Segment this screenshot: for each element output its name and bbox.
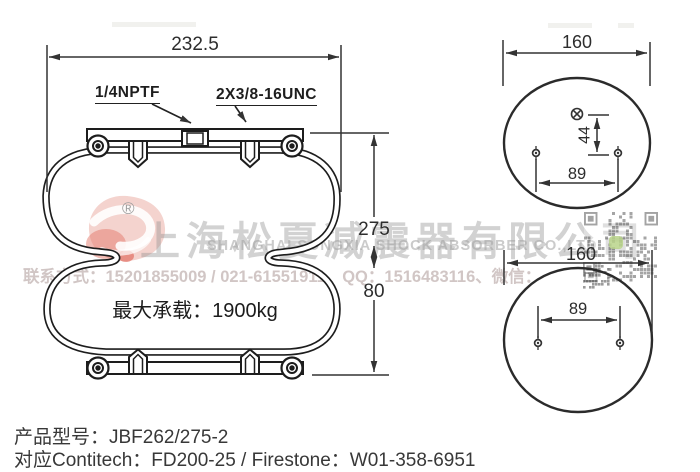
wechat-logo-icon (609, 236, 623, 249)
bottom-view-spacing-label: 89 (568, 300, 588, 318)
bottom-view-bolt-icons (533, 335, 625, 351)
top-view-spacing-label: 89 (567, 165, 587, 183)
port-label: 1/4NPTF (95, 84, 160, 104)
watermark-contact-line: 联系方式：15201855009 / 021-61551911、QQ：15164… (23, 268, 542, 286)
product-model-line: 产品型号：JBF262/275-2 (14, 427, 229, 448)
scan-artifact (548, 23, 592, 28)
top-view-circle (502, 76, 652, 210)
stud-leader-arrow (234, 105, 247, 123)
registered-mark: ® (122, 199, 135, 218)
top-view-diameter-label: 160 (561, 32, 593, 52)
cross-reference-line: 对应Contitech：FD200-25 / Firestone：W01-358… (14, 450, 476, 471)
bottom-plate (86, 361, 304, 375)
port-leader-arrow (151, 103, 192, 124)
bottom-view-diameter-label: 160 (565, 244, 597, 264)
bottom-view-dimensions (503, 250, 653, 338)
top-view-dimensions (502, 40, 651, 192)
watermark-company-cn: 上海松夏减震器有限公司 (140, 220, 646, 264)
air-inlet-symbol (570, 107, 584, 121)
scan-artifact (112, 22, 196, 27)
height-dimension (310, 132, 389, 376)
air-port-fitting (181, 130, 209, 147)
width-dimension (46, 45, 342, 192)
bottom-view-circle (502, 266, 654, 414)
height-dim-label: 275 (358, 219, 390, 240)
scan-artifact (618, 23, 634, 28)
width-dim-label: 232.5 (171, 34, 219, 55)
lower-height-dim-label: 80 (363, 281, 385, 302)
front-view-bellows (42, 146, 341, 356)
stud-label: 2X3/8-16UNC (216, 86, 317, 106)
top-view-offset-label: 44 (576, 126, 594, 144)
max-load-label: 最大承载：1900kg (112, 300, 278, 322)
